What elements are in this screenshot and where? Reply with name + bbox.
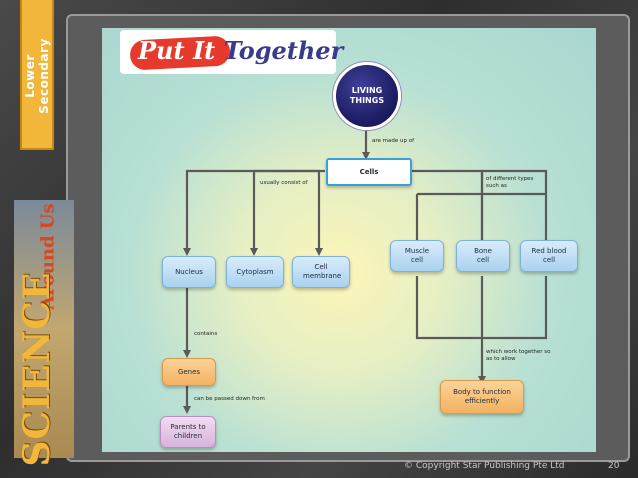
node-muscle-cell: Muscle cell bbox=[390, 240, 444, 272]
node-living-things-label: LIVING THINGS bbox=[349, 86, 385, 105]
brand-science: SCIENCE bbox=[16, 271, 58, 467]
link-usually-consist-of: usually consist of bbox=[260, 180, 308, 186]
sidebar-brand-panel bbox=[14, 200, 74, 458]
node-cells: Cells bbox=[326, 158, 412, 186]
banner-title: Put It Together bbox=[138, 36, 343, 65]
link-contains: contains bbox=[194, 331, 218, 337]
copyright-footer: © Copyright Star Publishing Pte Ltd bbox=[404, 461, 565, 471]
node-living-things: LIVING THINGS bbox=[333, 62, 401, 130]
node-bone-cell-label: Bone cell bbox=[474, 247, 492, 264]
node-nucleus: Nucleus bbox=[162, 256, 216, 288]
node-red-blood-cell: Red blood cell bbox=[520, 240, 578, 272]
level-tab-label: Lower Secondary bbox=[23, 38, 51, 114]
node-cell-membrane: Cell membrane bbox=[292, 256, 350, 288]
node-parents-to-children: Parents to children bbox=[160, 416, 216, 448]
banner-title-part2: Together bbox=[223, 36, 344, 65]
slide-content: Put It Together bbox=[102, 28, 596, 452]
node-body-function: Body to function efficiently bbox=[440, 380, 524, 414]
level-tab: Lower Secondary bbox=[20, 0, 54, 150]
put-it-together-banner: Put It Together bbox=[120, 30, 343, 74]
node-cell-membrane-label: Cell membrane bbox=[303, 263, 342, 280]
node-cytoplasm: Cytoplasm bbox=[226, 256, 284, 288]
link-passed-down: can be passed down from bbox=[194, 396, 265, 402]
node-bone-cell: Bone cell bbox=[456, 240, 510, 272]
link-different-types: of different types such as bbox=[486, 176, 534, 189]
node-muscle-cell-label: Muscle cell bbox=[404, 247, 430, 264]
node-genes: Genes bbox=[162, 358, 216, 386]
node-body-function-label: Body to function efficiently bbox=[453, 388, 511, 405]
page-number: 20 bbox=[608, 461, 620, 471]
link-work-together: which work together so as to allow bbox=[486, 349, 551, 362]
link-made-up-of: are made up of bbox=[372, 138, 415, 144]
node-parents-label: Parents to children bbox=[170, 423, 206, 440]
node-red-blood-cell-label: Red blood cell bbox=[531, 247, 567, 264]
banner-title-part1: Put It bbox=[138, 36, 224, 65]
